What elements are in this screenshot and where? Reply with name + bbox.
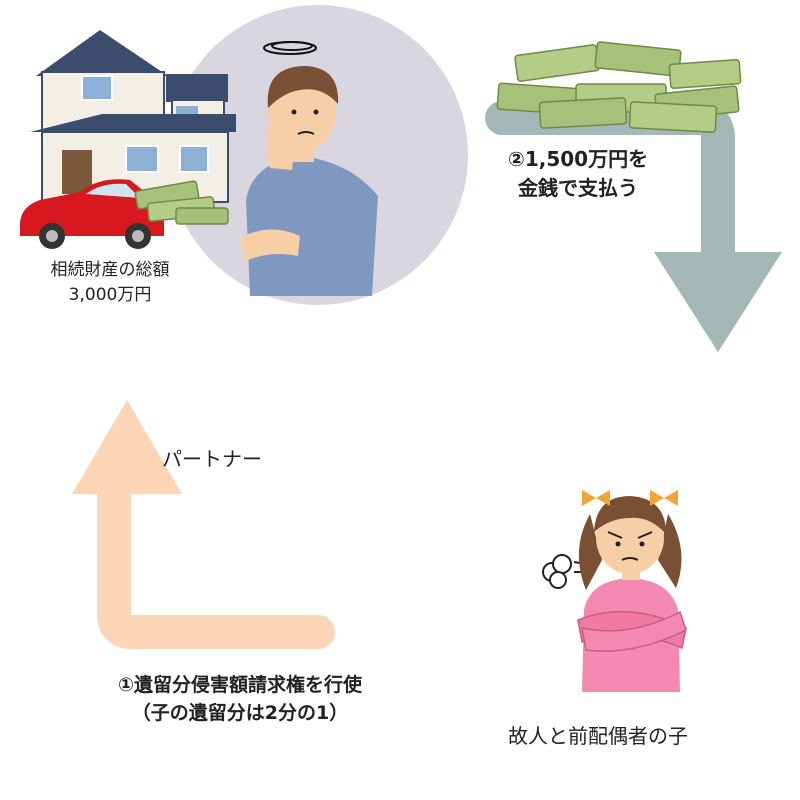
- claim-arrow-group: [72, 400, 335, 649]
- payment-label: ②1,500万円を 金銭で支払う: [488, 145, 668, 203]
- money-pile-icon: [496, 41, 742, 133]
- claim-label-line1: ①遺留分侵害額請求権を行使: [117, 674, 363, 696]
- payment-label-line1: ②1,500万円を: [507, 147, 649, 171]
- background-circle: [168, 5, 468, 305]
- estate-label-line2: 3,000万円: [68, 284, 152, 305]
- money-stack-icon: [134, 180, 229, 225]
- estate-illustration: [20, 5, 468, 305]
- payment-arrow-group: [485, 41, 782, 352]
- puff-cloud-icon: [542, 554, 587, 589]
- car-icon: [20, 179, 164, 249]
- child-label: 故人と前配偶者の子: [508, 724, 688, 748]
- estate-label-line1: 相続財産の総額: [50, 260, 170, 280]
- up-arrow-icon: [72, 400, 335, 649]
- claim-label-line2: （子の遺留分は2分の1）: [131, 701, 349, 724]
- estate-label: 相続財産の総額 3,000万円: [20, 258, 200, 307]
- partner-label: パートナー: [162, 447, 262, 471]
- payment-label-line2: 金銭で支払う: [518, 176, 638, 200]
- house-icon: [30, 30, 236, 203]
- angry-child-icon: [542, 490, 687, 692]
- claim-label: ①遺留分侵害額請求権を行使 （子の遺留分は2分の1）: [60, 672, 420, 727]
- worried-man-icon: [240, 41, 378, 296]
